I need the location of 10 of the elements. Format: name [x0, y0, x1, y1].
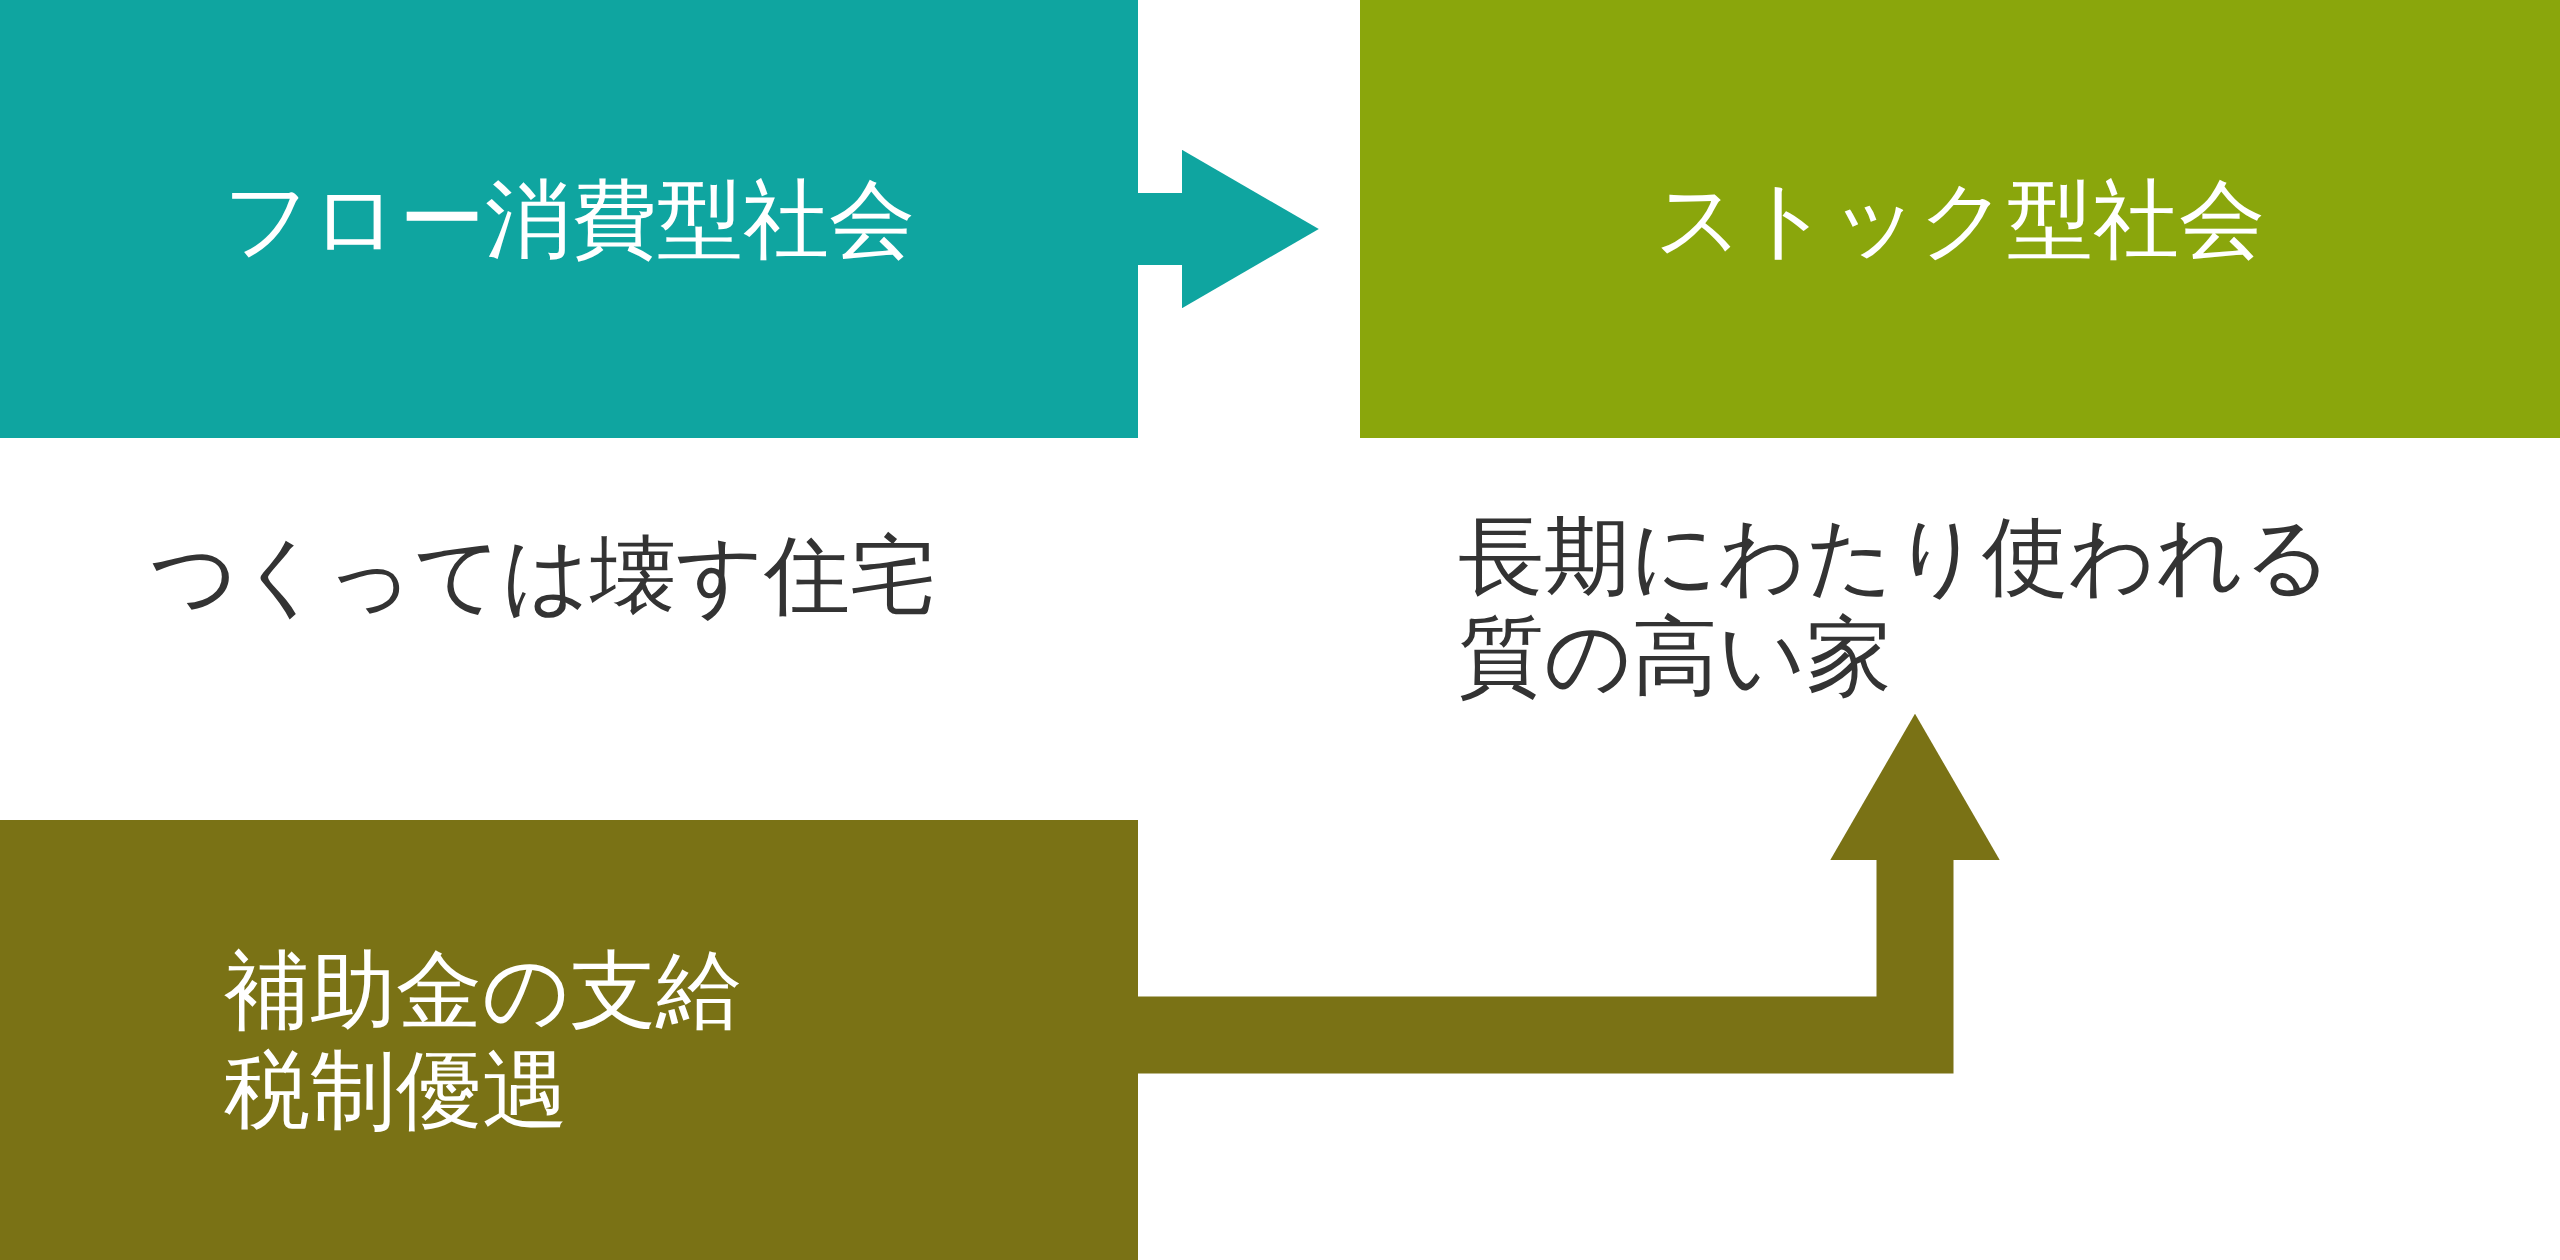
node-label: 補助金の支給税制優遇: [224, 940, 743, 1140]
node-label: 長期にわたり使われる質の高い家: [1458, 506, 2333, 706]
node-label: ストック型社会: [1655, 169, 2265, 269]
arrow: [1138, 149, 1319, 309]
process-box: [0, 0, 1138, 438]
node-label: フロー消費型社会: [223, 169, 915, 269]
process-box: [1360, 0, 2560, 438]
process-box: [0, 820, 1138, 1260]
arrow: [1138, 713, 2000, 1074]
caption-text: つくっては壊す住宅: [150, 525, 936, 625]
